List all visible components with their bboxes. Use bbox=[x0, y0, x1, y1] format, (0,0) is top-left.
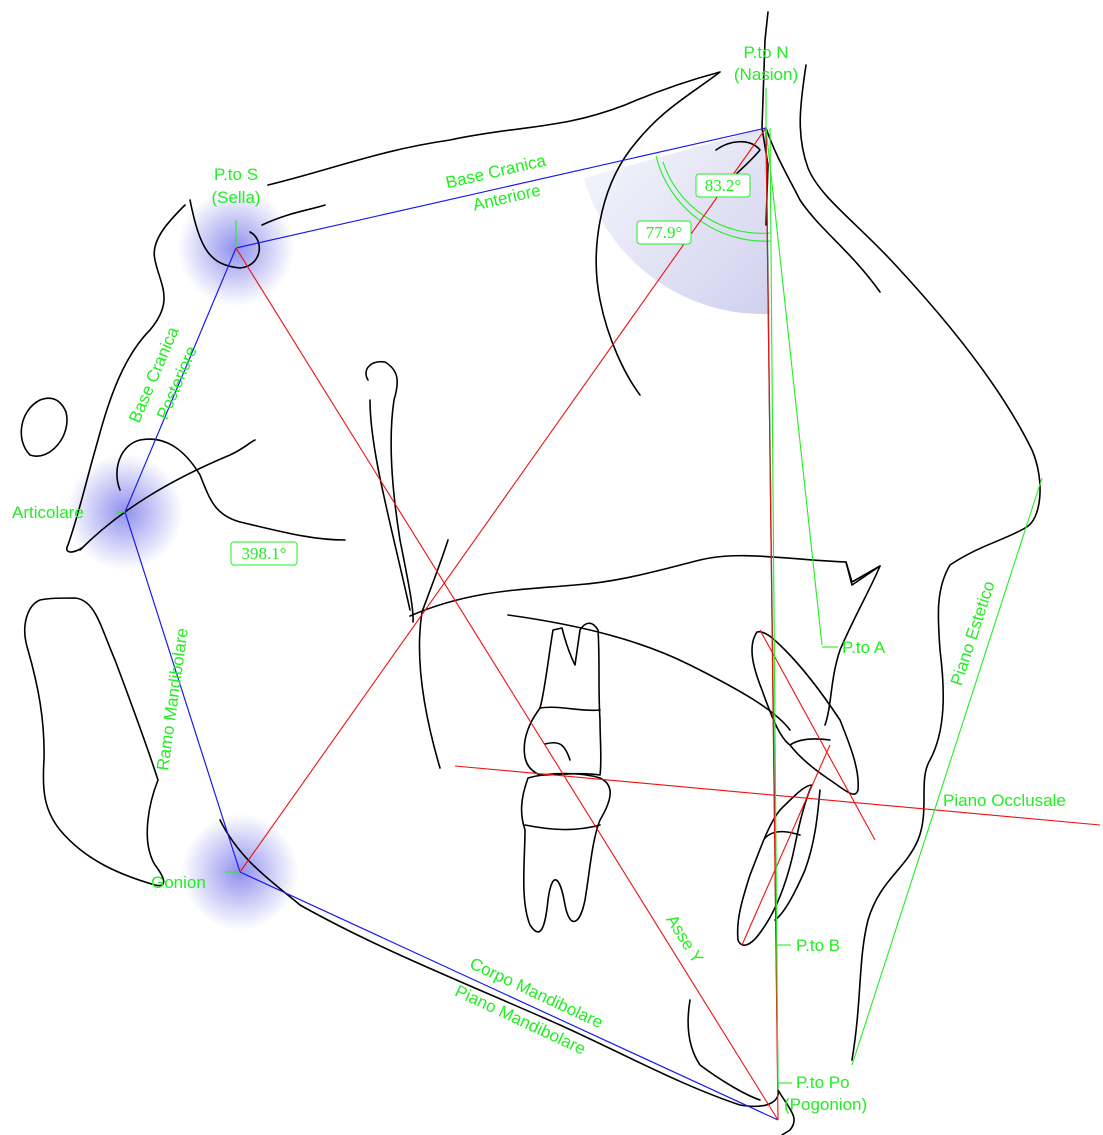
orbit-trace bbox=[715, 140, 761, 181]
bjork-sum-value: 398.1° bbox=[241, 544, 286, 563]
piano-estetico-label: Piano Estetico bbox=[947, 579, 999, 688]
bjork-sum-box bbox=[230, 541, 298, 566]
articolare-label: Articolare bbox=[12, 503, 84, 522]
lower-molar-crown-line bbox=[524, 824, 601, 831]
point-b-label: P.to B bbox=[796, 936, 840, 955]
palatal-plane-trace bbox=[409, 554, 881, 726]
base-cranica-anteriore-line bbox=[235, 127, 767, 249]
nasion-b-line bbox=[765, 127, 779, 1121]
zygomatic-trace bbox=[79, 439, 256, 551]
ramo-mandibolare-label: Ramo Mandibolare bbox=[153, 627, 192, 772]
piano-estetico-line bbox=[851, 477, 1043, 1066]
sella-label-line1: P.to S bbox=[214, 165, 258, 184]
sella-label-line2: (Sella) bbox=[211, 188, 260, 207]
lower-molar-trace bbox=[520, 772, 611, 933]
upper-molar-trace bbox=[523, 622, 602, 776]
tongue-palate-trace bbox=[507, 614, 791, 731]
ramo-mandibolare-line bbox=[124, 511, 241, 873]
pterygoid-trace bbox=[365, 360, 414, 623]
sna-value: 83.2° bbox=[705, 176, 742, 195]
lower-incisor-trace bbox=[736, 784, 813, 946]
lower-incisor-root-trace bbox=[774, 789, 821, 921]
cranial-vault-trace bbox=[267, 71, 721, 396]
gonion-nasion-line bbox=[239, 127, 767, 873]
lower-incisor-axis bbox=[741, 744, 831, 946]
ear-canal-trace bbox=[20, 397, 68, 457]
upper-incisor-axis bbox=[759, 629, 876, 841]
sella-clinoid-trace bbox=[189, 199, 261, 269]
corpo-mandibolare-line bbox=[239, 871, 779, 1121]
clivus-trace bbox=[261, 204, 326, 226]
angle-halos bbox=[67, 128, 772, 930]
chin-trace bbox=[777, 1089, 795, 1135]
pogonion-label-line2: (Pogonion) bbox=[784, 1095, 867, 1114]
point-a-label: P.to A bbox=[842, 638, 886, 657]
asse-y-line bbox=[235, 247, 779, 1121]
pterygoid-plate-trace bbox=[369, 399, 411, 611]
snb-value-box bbox=[636, 220, 692, 245]
sna-value-box bbox=[695, 173, 751, 198]
symphysis-trace bbox=[687, 999, 761, 1101]
nasion-a-line bbox=[765, 127, 823, 646]
sna-angle-arc-outer bbox=[655, 155, 772, 242]
axes bbox=[235, 127, 1101, 1121]
piano-occlusale-label: Piano Occlusale bbox=[943, 791, 1066, 810]
piano-occlusale-line bbox=[454, 765, 1101, 826]
base-cranica-anteriore-label-line2: Anteriore bbox=[471, 181, 542, 215]
landmark-labels: P.to N (Nasion) P.to S (Sella) Articolar… bbox=[12, 43, 886, 1114]
mandibular-body-trace bbox=[219, 819, 779, 1108]
nasion-pogonion-green-line bbox=[769, 127, 779, 1091]
sella-turcica-trace bbox=[66, 204, 186, 553]
condyle-trace bbox=[116, 438, 346, 541]
base-cranica-posteriore-line bbox=[124, 247, 237, 513]
angle-measurements: 83.2° 77.9° 398.1° bbox=[230, 173, 751, 566]
upper-incisor-cej-line bbox=[789, 738, 831, 746]
soft-tissue-profile-trace bbox=[799, 64, 1041, 1061]
upper-molar-cej-line bbox=[544, 741, 571, 761]
nasion-label-line2: (Nasion) bbox=[734, 65, 798, 84]
anterior-nasal-spine-trace bbox=[845, 561, 881, 586]
asse-y-label: Asse Y bbox=[662, 911, 706, 966]
snb-value: 77.9° bbox=[646, 223, 683, 242]
nasion-label-line1: P.to N bbox=[743, 43, 788, 62]
construction-lines bbox=[116, 88, 1043, 1091]
upper-incisor-trace bbox=[751, 630, 860, 795]
mandibular-ramus-trace bbox=[24, 597, 165, 887]
anatomical-tracing bbox=[20, 11, 1041, 1135]
pogonion-label-line1: P.to Po bbox=[796, 1073, 850, 1092]
nasal-bone-trace bbox=[765, 127, 881, 293]
upper-molar-crown-line bbox=[539, 706, 601, 712]
posterior-pharynx-trace bbox=[418, 539, 449, 769]
gonion-label: Gonion bbox=[151, 873, 206, 892]
lower-incisor-cej-line bbox=[764, 830, 801, 839]
